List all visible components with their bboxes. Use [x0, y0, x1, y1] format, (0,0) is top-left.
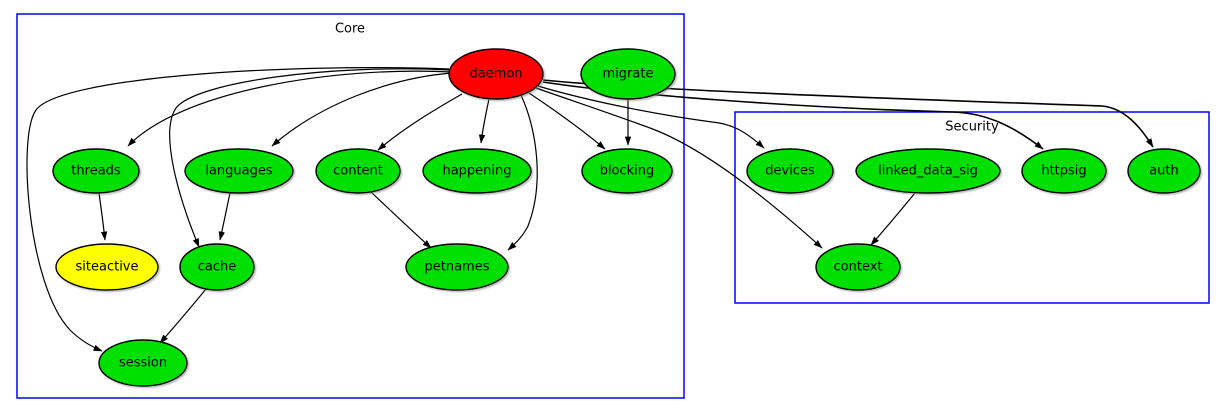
- node-threads-shape[interactable]: [52, 148, 140, 194]
- edge-daemon-happening: [478, 98, 490, 144]
- edge-daemon-context: [535, 87, 823, 249]
- node-session-shape[interactable]: [98, 339, 188, 387]
- node-auth-shape[interactable]: [1127, 148, 1201, 194]
- node-siteactive-label: siteactive: [76, 260, 139, 275]
- edge-daemon-petnames: [507, 94, 538, 251]
- node-siteactive[interactable]: siteactive: [55, 243, 159, 291]
- node-happening[interactable]: happening: [422, 148, 532, 194]
- edge-daemon-devices: [537, 85, 765, 149]
- node-migrate-label: migrate: [603, 67, 654, 82]
- node-blocking-label: blocking: [600, 164, 655, 179]
- edge-daemon-blocking: [528, 92, 606, 150]
- edge-daemon-cache: [169, 68, 451, 248]
- node-devices-shape[interactable]: [746, 148, 834, 194]
- cluster-core: Core: [16, 13, 685, 399]
- cluster-core-box: [16, 13, 685, 399]
- node-session-label: session: [119, 356, 167, 371]
- edge-languages-cache: [218, 192, 231, 241]
- node-languages-shape[interactable]: [184, 148, 294, 194]
- edge-linked-data-sig-context: [870, 192, 916, 246]
- cluster-security-label: Security: [945, 120, 999, 135]
- node-content-label: content: [333, 164, 383, 179]
- node-daemon[interactable]: daemon: [448, 48, 544, 100]
- node-cache-shape[interactable]: [179, 243, 255, 291]
- node-siteactive-shape[interactable]: [55, 243, 159, 291]
- node-auth[interactable]: auth: [1127, 148, 1201, 194]
- node-languages-label: languages: [205, 164, 273, 179]
- node-content-shape[interactable]: [315, 148, 401, 194]
- node-languages[interactable]: languages: [184, 148, 294, 194]
- node-session[interactable]: session: [98, 339, 188, 387]
- cluster-security-box: [734, 111, 1210, 304]
- edge-cache-session: [159, 288, 207, 344]
- node-blocking-shape[interactable]: [581, 148, 673, 194]
- node-httpsig[interactable]: httpsig: [1021, 148, 1107, 194]
- node-migrate-shape[interactable]: [580, 48, 676, 100]
- node-cache-label: cache: [198, 260, 237, 275]
- node-auth-label: auth: [1149, 164, 1179, 179]
- edge-daemon-session: [26, 67, 450, 352]
- edge-content-petnames: [370, 191, 432, 249]
- node-linked-data-sig-label: linked_data_sig: [878, 164, 978, 179]
- node-httpsig-label: httpsig: [1041, 164, 1086, 179]
- node-daemon-shape[interactable]: [448, 48, 544, 100]
- node-content[interactable]: content: [315, 148, 401, 194]
- edge-daemon-content: [377, 93, 463, 151]
- node-threads[interactable]: threads: [52, 148, 140, 194]
- edge-threads-siteactive: [98, 192, 108, 241]
- node-petnames-shape[interactable]: [405, 243, 509, 291]
- node-petnames-label: petnames: [425, 260, 490, 275]
- node-migrate[interactable]: migrate: [580, 48, 676, 100]
- node-petnames[interactable]: petnames: [405, 243, 509, 291]
- node-threads-label: threads: [71, 164, 121, 179]
- node-devices-label: devices: [765, 164, 815, 179]
- node-context-label: context: [834, 260, 883, 275]
- node-cache[interactable]: cache: [179, 243, 255, 291]
- node-context[interactable]: context: [815, 243, 901, 291]
- node-devices[interactable]: devices: [746, 148, 834, 194]
- node-blocking[interactable]: blocking: [581, 148, 673, 194]
- edge-daemon-threads: [127, 70, 453, 147]
- edge-daemon-languages: [271, 72, 453, 147]
- node-linked-data-sig-shape[interactable]: [855, 148, 1001, 194]
- cluster-core-label: Core: [335, 22, 365, 37]
- node-httpsig-shape[interactable]: [1021, 148, 1107, 194]
- node-context-shape[interactable]: [815, 243, 901, 291]
- node-happening-label: happening: [442, 164, 511, 179]
- node-linked-data-sig[interactable]: linked_data_sig: [855, 148, 1001, 194]
- cluster-security: Security: [734, 111, 1210, 304]
- node-daemon-label: daemon: [469, 67, 522, 82]
- node-happening-shape[interactable]: [422, 148, 532, 194]
